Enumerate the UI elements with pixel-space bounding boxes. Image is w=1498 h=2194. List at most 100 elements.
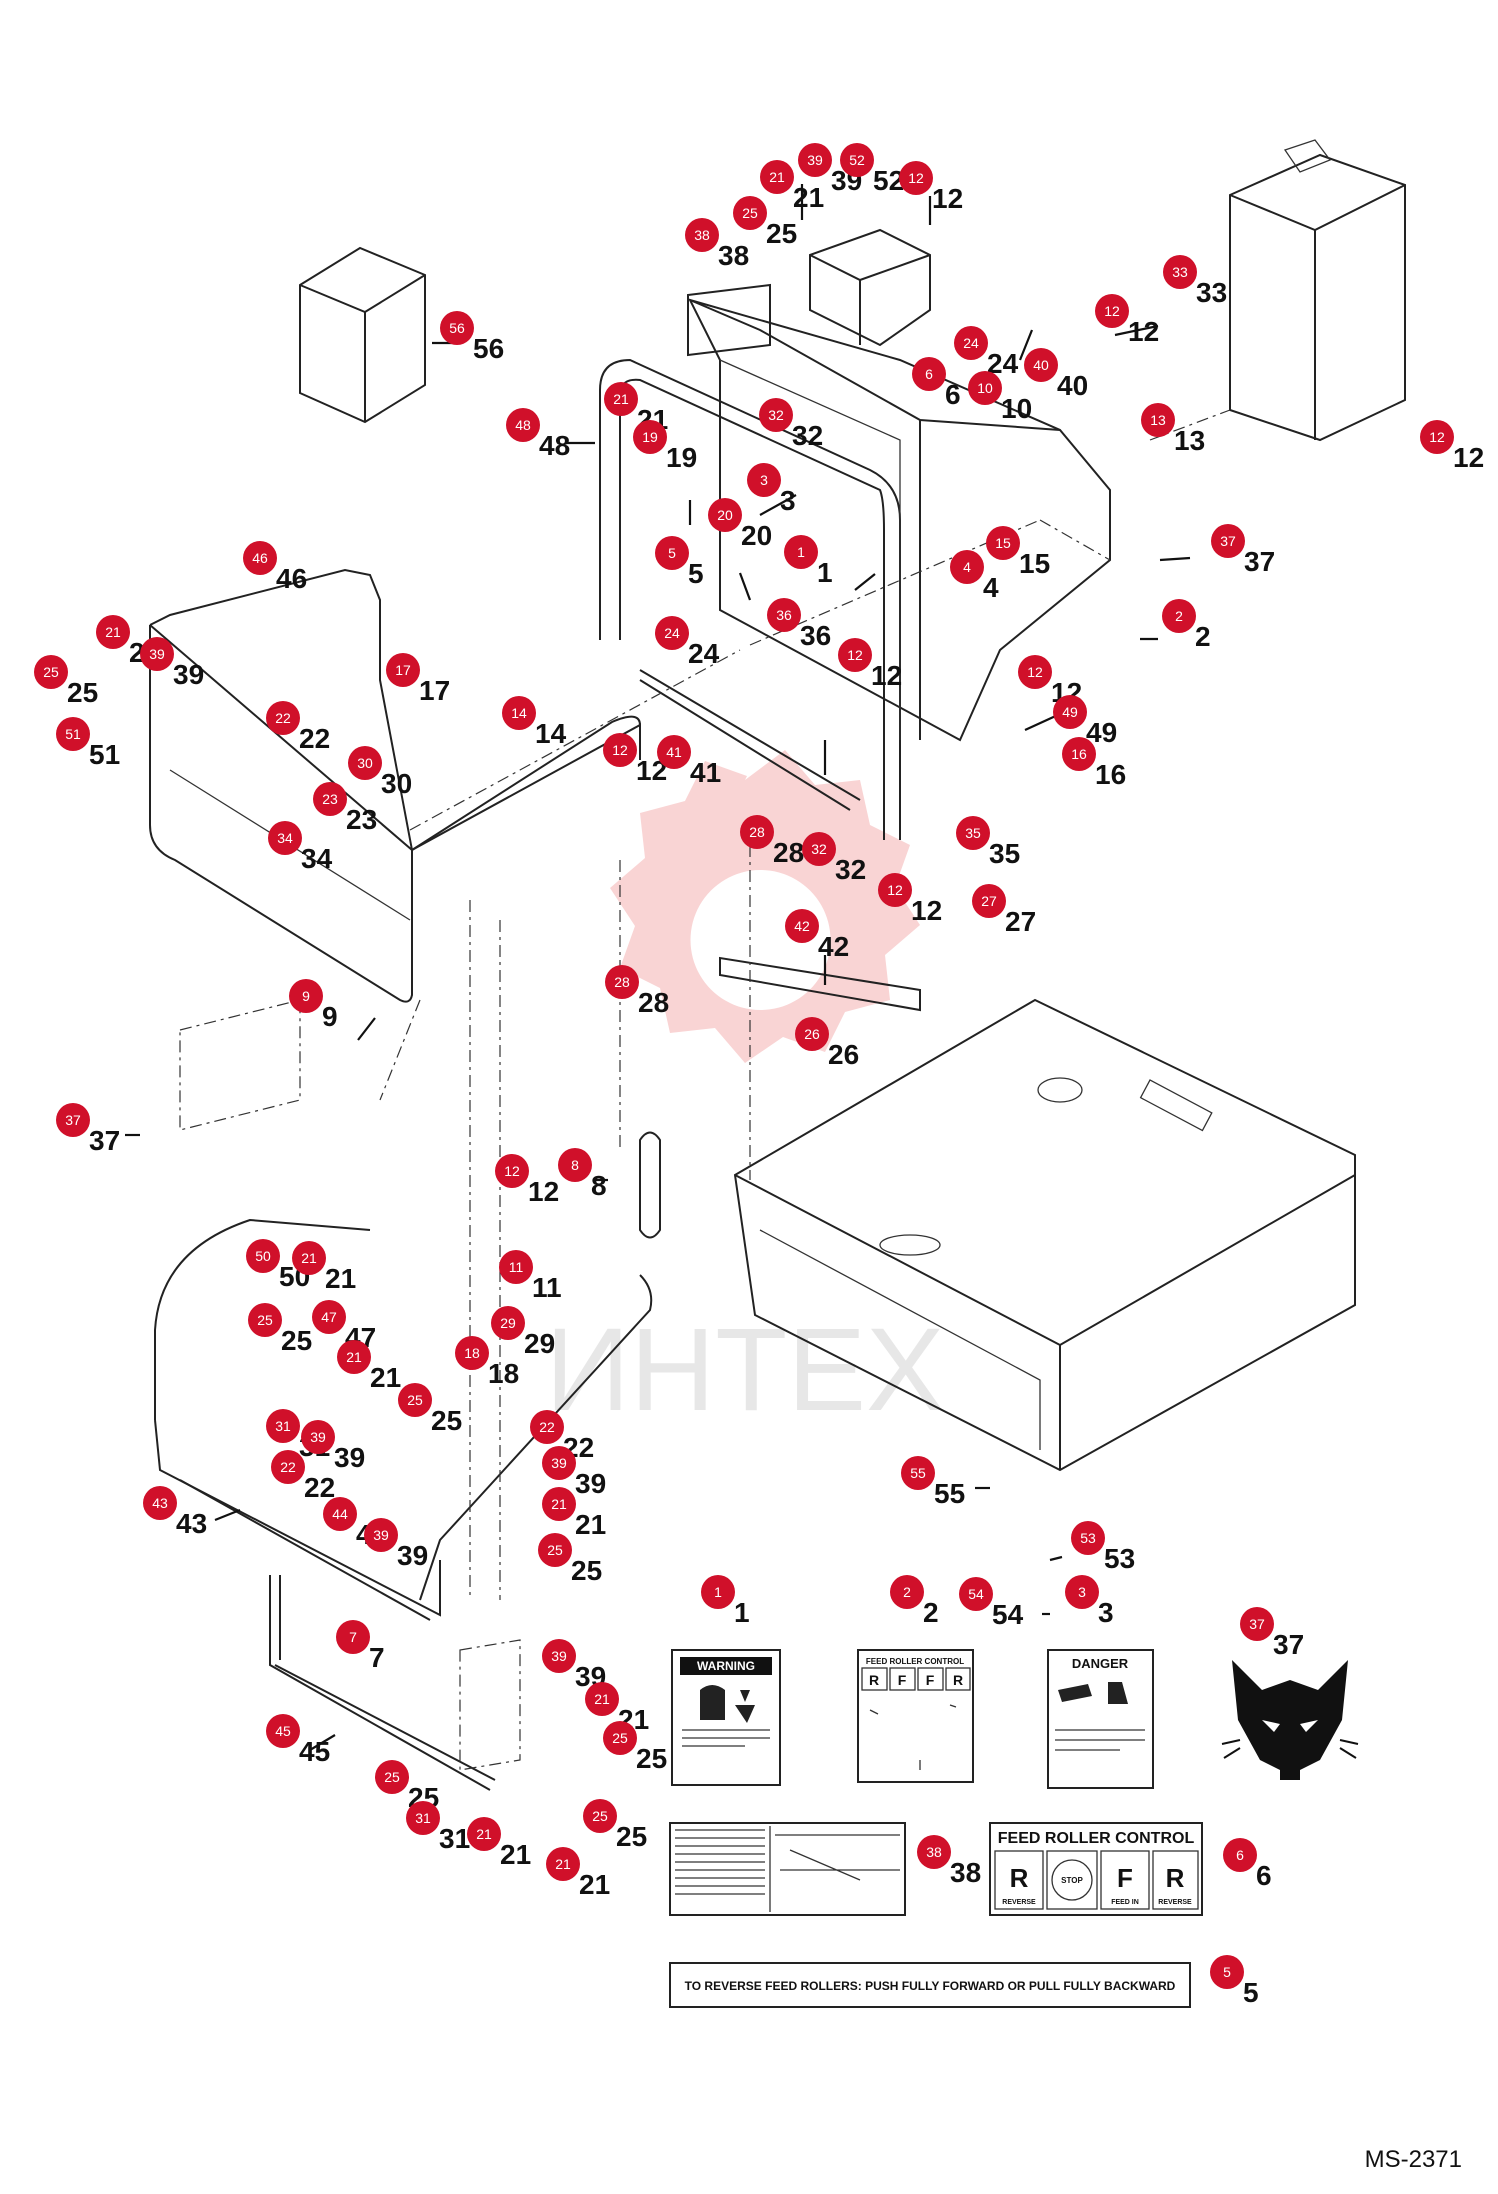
callout-badge-circle: [440, 311, 474, 345]
callout-badge-23: 23: [313, 782, 347, 816]
callout-badge-circle: [398, 1383, 432, 1417]
callout-badge-number: 3: [1078, 1584, 1086, 1600]
callout-label-9: 9: [322, 1001, 338, 1032]
leader-lines: [125, 184, 1191, 1751]
callout-badge-circle: [899, 161, 933, 195]
callout-label-48: 48: [539, 430, 570, 461]
callout-badge-circle: [901, 1456, 935, 1490]
callout-badge-circle: [701, 1575, 735, 1609]
callout-label-8: 8: [591, 1170, 607, 1201]
callout-label-21: 21: [500, 1839, 531, 1870]
callout-badge-number: 12: [1027, 664, 1043, 680]
callout-badge-12: 12: [603, 733, 637, 767]
callout-label-2: 2: [923, 1597, 939, 1628]
callout-badge-39: 39: [140, 637, 174, 671]
callout-label-25: 25: [636, 1743, 667, 1774]
callout-badge-circle: [605, 965, 639, 999]
callout-badge-circle: [140, 637, 174, 671]
part-45-bottom-bar: [269, 1575, 496, 1791]
callout-badge-number: 1: [797, 544, 805, 560]
callout-badge-circle: [96, 615, 130, 649]
callout-badge-circle: [375, 1760, 409, 1794]
callout-label-21: 21: [325, 1263, 356, 1294]
decal-6-key-1: R: [1010, 1863, 1029, 1893]
callout-badge-4: 4: [950, 550, 984, 584]
callout-badge-circle: [271, 1450, 305, 1484]
callout-badge-number: 39: [551, 1648, 567, 1664]
callout-badge-circle: [785, 909, 819, 943]
callout-badge-number: 19: [642, 429, 658, 445]
callout-badge-51: 51: [56, 717, 90, 751]
callout-badge-34: 34: [268, 821, 302, 855]
callout-badge-circle: [795, 1017, 829, 1051]
callout-badge-circle: [912, 357, 946, 391]
callout-badge-circle: [890, 1575, 924, 1609]
callout-badge-circle: [733, 196, 767, 230]
callout-label-25: 25: [67, 677, 98, 708]
decal-1-warning: WARNING: [671, 1649, 781, 1786]
callout-label-46: 46: [276, 563, 307, 594]
callout-label-5: 5: [688, 558, 704, 589]
callout-badge-3: 3: [1065, 1575, 1099, 1609]
callout-badge-circle: [542, 1487, 576, 1521]
callout-badge-39: 39: [542, 1639, 576, 1673]
callout-badge-25: 25: [375, 1760, 409, 1794]
decal-2-header: FEED ROLLER CONTROL: [866, 1657, 964, 1666]
callout-label-39: 39: [397, 1540, 428, 1571]
callout-label-5: 5: [1243, 1977, 1259, 2008]
callout-badge-circle: [585, 1682, 619, 1716]
callout-badge-37: 37: [1211, 524, 1245, 558]
callout-label-14: 14: [535, 718, 567, 749]
callout-badge-49: 49: [1053, 695, 1087, 729]
callout-badge-number: 21: [346, 1349, 362, 1365]
warning-pictogram-icon: [700, 1685, 755, 1723]
callout-badge-circle: [1210, 1955, 1244, 1989]
callout-badge-circle: [312, 1300, 346, 1334]
callout-badge-circle: [268, 821, 302, 855]
callout-badge-number: 21: [769, 169, 785, 185]
callout-badge-circle: [972, 884, 1006, 918]
callout-badge-circle: [495, 1154, 529, 1188]
callout-badge-number: 5: [1223, 1964, 1231, 1980]
callout-badge-number: 51: [65, 726, 81, 742]
callout-label-34: 34: [301, 843, 333, 874]
callout-badge-25: 25: [583, 1799, 617, 1833]
callout-badge-9: 9: [289, 979, 323, 1013]
callout-label-31: 31: [439, 1823, 470, 1854]
callout-label-39: 39: [334, 1442, 365, 1473]
danger-pictogram-icon: [1058, 1682, 1128, 1704]
callout-badge-circle: [583, 1799, 617, 1833]
part-52-top-housing: [809, 228, 931, 347]
callout-badge-number: 39: [310, 1429, 326, 1445]
part-base-chassis: [733, 998, 1356, 1472]
decal-2-key-1: R: [869, 1672, 879, 1688]
callout-badge-number: 2: [903, 1584, 911, 1600]
callout-badge-52: 52: [840, 143, 874, 177]
callout-label-25: 25: [281, 1325, 312, 1356]
decal-warning-header: WARNING: [697, 1659, 755, 1673]
callout-badge-circle: [491, 1306, 525, 1340]
callout-label-38: 38: [718, 240, 749, 271]
callout-badge-circle: [499, 1250, 533, 1284]
callout-badge-number: 46: [252, 550, 268, 566]
callout-badge-number: 44: [332, 1506, 348, 1522]
callout-badge-circle: [1240, 1607, 1274, 1641]
callout-badge-number: 41: [666, 744, 682, 760]
callout-label-52: 52: [873, 165, 904, 196]
callout-badge-27: 27: [972, 884, 1006, 918]
callout-badge-28: 28: [605, 965, 639, 999]
callout-badge-31: 31: [406, 1801, 440, 1835]
callout-badge-54: 54: [959, 1577, 993, 1611]
callout-badge-number: 38: [926, 1844, 942, 1860]
callout-badge-30: 30: [348, 746, 382, 780]
callout-badge-25: 25: [248, 1303, 282, 1337]
callout-badge-number: 25: [742, 205, 758, 221]
callout-label-25: 25: [766, 218, 797, 249]
callout-label-20: 20: [741, 520, 772, 551]
callout-label-12: 12: [911, 895, 942, 926]
parts-line-art: [149, 139, 1406, 1791]
callout-badge-number: 1: [714, 1584, 722, 1600]
callout-label-25: 25: [616, 1821, 647, 1852]
callout-label-24: 24: [688, 638, 720, 669]
callout-badge-6: 6: [1223, 1838, 1257, 1872]
